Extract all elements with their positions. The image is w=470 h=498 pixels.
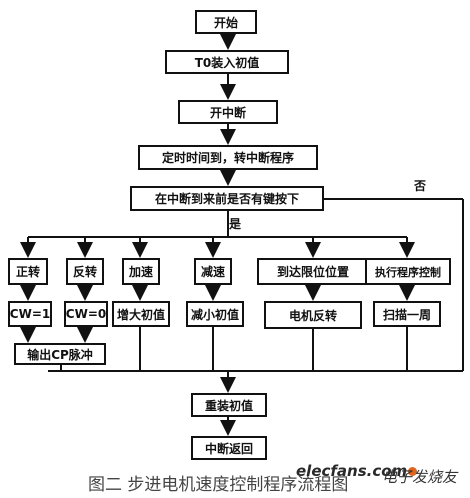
accelerate-node: 加速 [122,258,160,285]
watermark-dot-icon [408,467,418,476]
reload-init-node: 重装初值 [191,393,267,417]
watermark-site-text: elecfans.com [296,462,408,480]
watermark-site: elecfans.com [296,462,418,480]
increase-init-node: 增大初值 [112,301,170,327]
cw1-node: CW=1 [8,301,52,327]
figure-caption: 图二 步进电机速度控制程序流程图 [88,475,349,495]
enable-interrupt-node: 开中断 [178,100,278,124]
motor-reverse-node: 电机反转 [264,301,362,329]
no-label: 否 [414,179,427,193]
yes-label: 是 [229,217,242,231]
interrupt-return-node: 中断返回 [191,436,267,460]
t0-load-node: T0装入初值 [165,50,289,74]
watermark-cn: 电子发烧友 [382,468,458,486]
timer-up-node: 定时时间到，转中断程序 [138,145,318,170]
limit-reached-node: 到达限位位置 [257,258,369,285]
output-cp-node: 输出CP脉冲 [14,343,106,365]
key-check-node: 在中断到来前是否有键按下 [130,186,324,211]
exec-control-node: 执行程序控制 [365,258,451,285]
scan-cycle-node: 扫描一周 [373,301,441,327]
start-node: 开始 [195,10,257,34]
decelerate-node: 减速 [194,258,232,285]
decrease-init-node: 减小初值 [186,301,244,327]
reverse-node: 反转 [66,258,104,285]
forward-node: 正转 [8,258,48,285]
cw0-node: CW=0 [64,301,108,327]
